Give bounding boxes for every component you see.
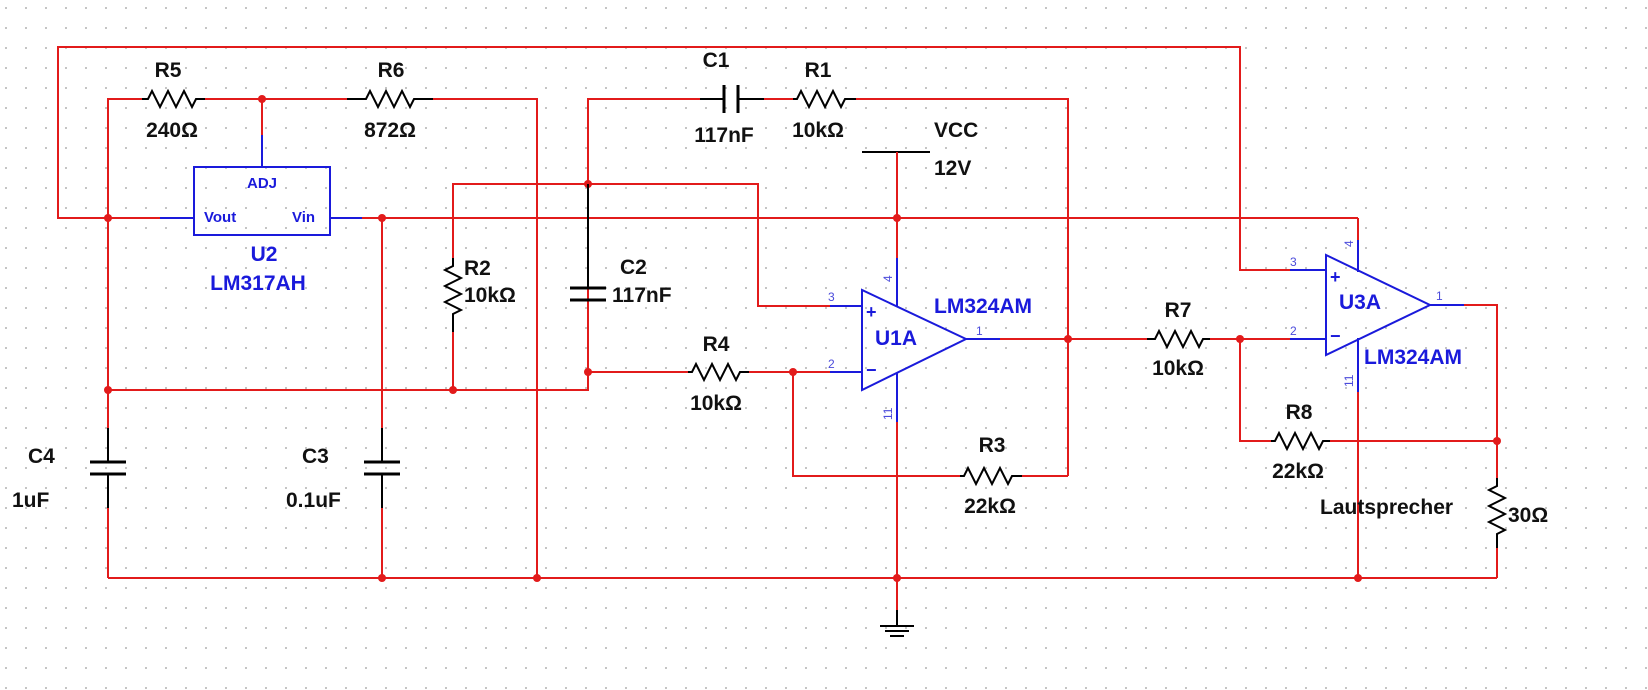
u3a-ref: U3A xyxy=(1339,291,1381,314)
r4-value: 10kΩ xyxy=(690,392,742,415)
r3-ref: R3 xyxy=(979,434,1006,457)
vcc-value: 12V xyxy=(934,157,971,180)
resistor-r3[interactable]: R3 22kΩ xyxy=(960,434,1022,518)
wire-u3-out xyxy=(1464,304,1498,478)
wire-r3-left xyxy=(792,372,960,477)
u3a-part: LM324AM xyxy=(1364,346,1462,369)
resistor-r4[interactable]: R4 10kΩ xyxy=(688,333,749,415)
capacitor-c1[interactable]: C1 117nF xyxy=(694,49,764,147)
speaker-ref: Lautsprecher xyxy=(1320,496,1453,519)
r8-value: 22kΩ xyxy=(1272,460,1324,483)
u1a-pin-gnd: 11 xyxy=(881,407,895,420)
u3a-body xyxy=(1325,253,1433,357)
r6-ref: R6 xyxy=(378,59,405,82)
junction xyxy=(1493,437,1501,445)
r5-value: 240Ω xyxy=(146,119,198,142)
junction xyxy=(533,574,541,582)
junction xyxy=(1354,574,1362,582)
u1a-pin-minus: 2 xyxy=(828,357,835,371)
u3a-pin-out: 1 xyxy=(1436,289,1443,303)
junction xyxy=(449,386,457,394)
c2-ref: C2 xyxy=(620,256,647,279)
u1a-part: LM324AM xyxy=(934,295,1032,318)
vcc-ref: VCC xyxy=(934,119,978,142)
resistor-r5[interactable]: R5 240Ω xyxy=(142,59,205,142)
u2-pin-vout: Vout xyxy=(204,209,236,226)
resistor-r7[interactable]: R7 10kΩ xyxy=(1147,299,1210,380)
r5-ref: R5 xyxy=(155,59,182,82)
junction xyxy=(378,214,386,222)
u1a-pin-plus: 3 xyxy=(828,290,835,304)
u1a-plus: + xyxy=(866,302,877,322)
u1a-minus: − xyxy=(866,360,877,380)
c3-value: 0.1uF xyxy=(286,489,341,512)
junction xyxy=(584,368,592,376)
u1a-pin-vcc: 4 xyxy=(881,275,895,282)
ground-symbol xyxy=(880,610,914,637)
c2-value: 117nF xyxy=(612,284,672,307)
u3a-pin-vcc: 4 xyxy=(1342,240,1356,247)
junction xyxy=(893,214,901,222)
u2-ref: U2 xyxy=(251,243,278,266)
wire-r8-left xyxy=(1239,339,1271,442)
u2-part: LM317AH xyxy=(210,272,306,295)
capacitor-c4[interactable]: C4 1uF xyxy=(12,428,126,512)
wire-r1-right xyxy=(856,98,1069,476)
r6-value: 872Ω xyxy=(364,119,416,142)
junction xyxy=(893,574,901,582)
junction xyxy=(789,368,797,376)
c4-ref: C4 xyxy=(28,445,55,468)
wire-r6-right xyxy=(433,98,538,578)
c4-value: 1uF xyxy=(12,489,50,512)
capacitor-c3[interactable]: C3 0.1uF xyxy=(286,428,400,512)
r3-value: 22kΩ xyxy=(964,495,1016,518)
wires xyxy=(57,46,1498,610)
u3a-pin-minus: 2 xyxy=(1290,324,1297,338)
junction xyxy=(378,574,386,582)
r1-value: 10kΩ xyxy=(792,119,844,142)
wire-r5-left xyxy=(107,98,142,218)
wire-bias xyxy=(108,371,688,391)
resistor-r1[interactable]: R1 10kΩ xyxy=(792,59,856,142)
opamp-u3a[interactable]: + − 3 2 1 4 11 U3A LM324AM xyxy=(1290,240,1464,392)
c1-ref: C1 xyxy=(703,49,730,72)
junction xyxy=(1236,335,1244,343)
r7-ref: R7 xyxy=(1165,299,1192,322)
speaker-resistor[interactable]: Lautsprecher 30Ω xyxy=(1320,478,1548,548)
u3a-minus: − xyxy=(1330,326,1341,346)
resistor-r6[interactable]: R6 872Ω xyxy=(347,59,433,142)
junction xyxy=(104,386,112,394)
r4-ref: R4 xyxy=(703,333,730,356)
wire-feedback-loop xyxy=(57,46,1326,271)
junction xyxy=(1064,335,1072,343)
resistor-r2[interactable]: R2 10kΩ xyxy=(442,257,516,332)
resistor-r8[interactable]: R8 22kΩ xyxy=(1271,401,1330,483)
speaker-value: 30Ω xyxy=(1508,504,1548,527)
u1a-ref: U1A xyxy=(875,327,917,350)
vcc-source[interactable]: VCC 12V xyxy=(862,119,978,180)
capacitor-c2[interactable]: C2 117nF xyxy=(570,184,672,307)
junction xyxy=(258,95,266,103)
r7-value: 10kΩ xyxy=(1152,357,1204,380)
u3a-plus: + xyxy=(1330,267,1341,287)
u2-pin-vin: Vin xyxy=(292,209,315,226)
r1-ref: R1 xyxy=(805,59,832,82)
wire-u1-plus xyxy=(452,183,862,307)
u3a-pin-plus: 3 xyxy=(1290,255,1297,269)
junction xyxy=(104,214,112,222)
r2-value: 10kΩ xyxy=(464,284,516,307)
u2-pin-adj: ADJ xyxy=(247,175,277,192)
r2-ref: R2 xyxy=(464,257,491,280)
opamp-u1a[interactable]: + − 3 2 1 4 11 U1A LM324AM xyxy=(828,258,1032,422)
u3a-pin-gnd: 11 xyxy=(1342,374,1356,387)
u1a-pin-out: 1 xyxy=(976,324,983,338)
c3-ref: C3 xyxy=(302,445,329,468)
r8-ref: R8 xyxy=(1286,401,1313,424)
junctions xyxy=(104,95,1501,582)
c1-value: 117nF xyxy=(694,124,754,147)
regulator-u2[interactable]: ADJ Vout Vin U2 LM317AH xyxy=(160,135,362,295)
u1a-body xyxy=(861,288,969,392)
